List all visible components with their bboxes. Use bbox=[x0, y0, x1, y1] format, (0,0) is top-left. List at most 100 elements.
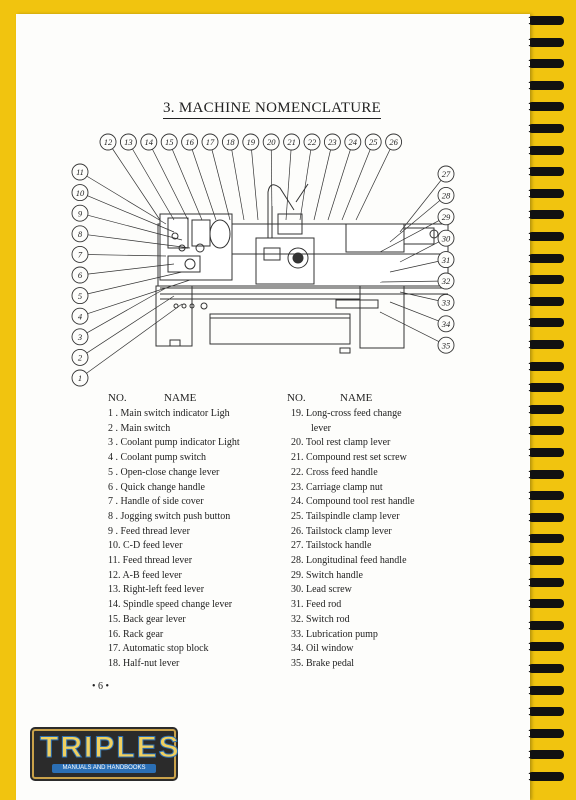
callout-circle bbox=[437, 315, 455, 333]
list-item: 35. Brake pedal bbox=[291, 657, 355, 669]
callout-leader bbox=[355, 141, 394, 221]
callout-number: 14 bbox=[145, 137, 154, 147]
callout-number: 21 bbox=[287, 137, 296, 147]
callout-leader bbox=[168, 141, 203, 221]
callout-number: 6 bbox=[78, 270, 83, 280]
callout-leader bbox=[379, 216, 447, 253]
callout-number: 23 bbox=[328, 137, 337, 147]
callout-leader bbox=[389, 195, 447, 243]
list-item: 33. Lubrication pump bbox=[291, 628, 378, 640]
callout-circle bbox=[303, 133, 321, 151]
binding-coil bbox=[520, 448, 564, 457]
callout-circle bbox=[140, 133, 158, 151]
callout-leader bbox=[107, 141, 161, 221]
list-item: 3 . Coolant pump indicator Light bbox=[108, 437, 240, 449]
binding-coil bbox=[520, 426, 564, 436]
callout-leader bbox=[148, 141, 189, 221]
lathe-drawing bbox=[155, 183, 450, 354]
callout-circle bbox=[181, 133, 199, 151]
binding-coil bbox=[520, 664, 564, 673]
list-item: 34. Oil window bbox=[291, 643, 354, 655]
binding-coil bbox=[520, 620, 564, 630]
callout-leader bbox=[79, 279, 191, 317]
callout-circle bbox=[437, 186, 455, 204]
binding-coil bbox=[520, 707, 564, 717]
header-no-left: NO. bbox=[108, 392, 127, 404]
callout-circle bbox=[437, 336, 455, 354]
callout-number: 20 bbox=[267, 137, 276, 147]
nomenclature-list-left: 1 . Main switch indicator Ligh 2 . Main … bbox=[108, 407, 240, 672]
callout-number: 27 bbox=[442, 169, 451, 179]
list-item: lever bbox=[311, 422, 331, 434]
list-item: 16. Rack gear bbox=[108, 628, 164, 640]
callout-circle bbox=[71, 287, 89, 305]
binding-coil bbox=[520, 59, 564, 69]
callout-leader bbox=[189, 141, 217, 221]
list-item: 6 . Quick change handle bbox=[108, 481, 205, 493]
callout-circle bbox=[385, 133, 403, 151]
list-item: 4 . Coolant pump switch bbox=[108, 452, 207, 464]
callout-number: 9 bbox=[78, 208, 83, 218]
callout-circle bbox=[99, 133, 117, 151]
list-item: 23. Carriage clamp nut bbox=[291, 481, 383, 493]
callout-circle bbox=[201, 133, 219, 151]
list-item: 27. Tailstock handle bbox=[291, 540, 372, 552]
list-item: 1 . Main switch indicator Ligh bbox=[108, 408, 230, 419]
list-item: 30. Lead screw bbox=[291, 584, 352, 596]
binding-coil bbox=[520, 361, 564, 371]
callout-number: 11 bbox=[76, 167, 84, 177]
callout-leader bbox=[327, 141, 354, 221]
list-item: 32. Switch rod bbox=[291, 613, 350, 625]
callout-leader bbox=[128, 141, 175, 221]
callout-number: 30 bbox=[441, 233, 451, 243]
callout-leader bbox=[79, 303, 183, 379]
list-item: 29. Switch handle bbox=[291, 569, 363, 581]
callout-leader bbox=[285, 141, 292, 221]
list-item: 18. Half-nut lever bbox=[108, 657, 180, 669]
list-item: 11. Feed thread lever bbox=[108, 555, 193, 567]
callout-circle bbox=[437, 208, 455, 226]
binding-coil bbox=[520, 685, 564, 695]
callout-circle bbox=[71, 369, 89, 387]
callout-circle bbox=[119, 133, 137, 151]
binding-coil bbox=[520, 772, 564, 781]
callout-leader bbox=[79, 254, 167, 257]
callout-number: 28 bbox=[442, 191, 451, 201]
logo-wordmark: TRIPLES bbox=[40, 731, 181, 765]
binding-coil bbox=[520, 124, 564, 133]
binding-coil bbox=[520, 102, 564, 112]
callout-circle bbox=[221, 133, 239, 151]
callout-circle bbox=[71, 266, 89, 284]
callout-leader bbox=[399, 237, 447, 263]
list-item: 2 . Main switch bbox=[108, 422, 171, 434]
callout-number: 12 bbox=[104, 137, 113, 147]
callout-circle bbox=[71, 184, 89, 202]
list-item: 20. Tool rest clamp lever bbox=[291, 437, 391, 449]
callout-circle bbox=[71, 163, 89, 181]
callout-number: 31 bbox=[441, 255, 451, 265]
callout-circle bbox=[437, 165, 455, 183]
callout-leader bbox=[389, 259, 447, 273]
callout-number: 15 bbox=[165, 137, 174, 147]
callout-circle bbox=[437, 272, 455, 290]
callout-leader bbox=[79, 233, 191, 249]
binding-coil bbox=[520, 37, 564, 47]
callout-number: 26 bbox=[389, 137, 398, 147]
callout-number: 22 bbox=[308, 137, 317, 147]
list-item: 12. A-B feed lever bbox=[108, 569, 182, 581]
list-item: 28. Longitudinal feed handle bbox=[291, 555, 407, 567]
binding-coil bbox=[520, 232, 564, 241]
callout-leader bbox=[79, 295, 175, 358]
callout-number: 33 bbox=[441, 298, 451, 308]
header-name-left: NAME bbox=[164, 392, 197, 404]
binding-coil bbox=[520, 210, 564, 220]
callout-number: 34 bbox=[441, 319, 451, 329]
callout-number: 18 bbox=[226, 137, 235, 147]
binding-coil bbox=[520, 404, 564, 414]
callout-circle bbox=[160, 133, 178, 151]
binding-coil bbox=[520, 340, 564, 349]
binding-coil bbox=[520, 16, 564, 25]
list-item: 22. Cross feed handle bbox=[291, 466, 378, 478]
list-item: 13. Right-left feed lever bbox=[108, 584, 205, 596]
callout-number: 24 bbox=[349, 137, 358, 147]
